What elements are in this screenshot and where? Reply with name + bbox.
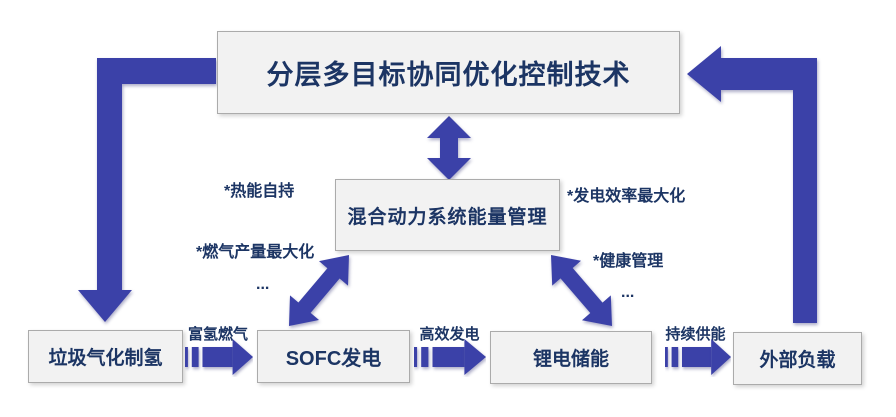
box-control-technology: 分层多目标协同优化控制技术 [217,31,680,114]
annotation-generation-efficiency-max: *发电效率最大化 [567,188,686,205]
flow-label-hydrogen-rich-gas: 富氢燃气 [187,326,248,343]
flow-label-continuous-supply: 持续供能 [665,326,726,343]
management-sofc-double-arrow [289,255,349,326]
box-external-load: 外部负载 [733,332,862,385]
box-battery-storage: 锂电储能 [490,331,652,384]
annotation-right-ellipsis: ... [621,284,635,301]
gas-to-sofc-striped-arrow [185,337,253,377]
battery-to-load-striped-arrow [665,337,731,377]
box-sofc-generation: SOFC发电 [257,330,410,383]
annotation-left-ellipsis: ... [256,276,270,293]
load-to-control-feedback-arrow [687,46,817,323]
annotation-health-management: *健康管理 [593,253,664,270]
control-to-gasification-arrow [78,58,216,322]
annotation-thermal-self-sustain: *热能自持 [224,183,295,200]
sofc-to-battery-striped-arrow [414,337,486,377]
box-waste-gasification: 垃圾气化制氢 [28,330,183,383]
control-management-double-arrow [427,116,471,180]
management-battery-double-arrow [551,255,612,326]
box-energy-management: 混合动力系统能量管理 [335,179,560,251]
annotation-gas-yield-max: *燃气产量最大化 [196,244,315,261]
flow-label-efficient-generation: 高效发电 [419,326,480,343]
